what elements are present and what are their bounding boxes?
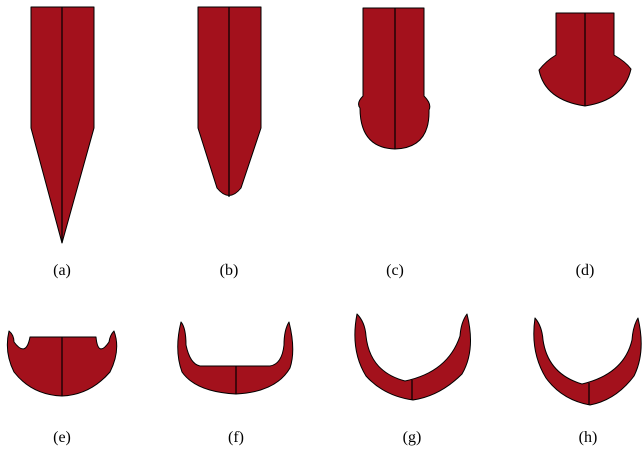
panel-f: (f) (178, 322, 293, 446)
panel-c-label: (c) (386, 262, 404, 279)
panel-d-label: (d) (576, 262, 595, 279)
panel-e: (e) (7, 331, 116, 446)
panel-a: (a) (31, 7, 94, 279)
panel-e-label: (e) (53, 429, 71, 446)
panel-b: (b) (198, 7, 261, 279)
panel-h-shape (534, 318, 641, 405)
panel-f-label: (f) (228, 429, 244, 446)
panel-g-label: (g) (403, 429, 422, 446)
panel-g-shape (355, 314, 471, 400)
panel-h-label: (h) (579, 429, 598, 446)
panel-c: (c) (359, 8, 430, 279)
panel-c-shape (359, 8, 430, 149)
panel-a-label: (a) (53, 262, 71, 279)
panel-h: (h) (534, 318, 641, 446)
panel-d: (d) (539, 13, 631, 279)
panel-g: (g) (355, 314, 471, 446)
panel-b-label: (b) (220, 262, 239, 279)
panel-f-shape (178, 322, 293, 394)
